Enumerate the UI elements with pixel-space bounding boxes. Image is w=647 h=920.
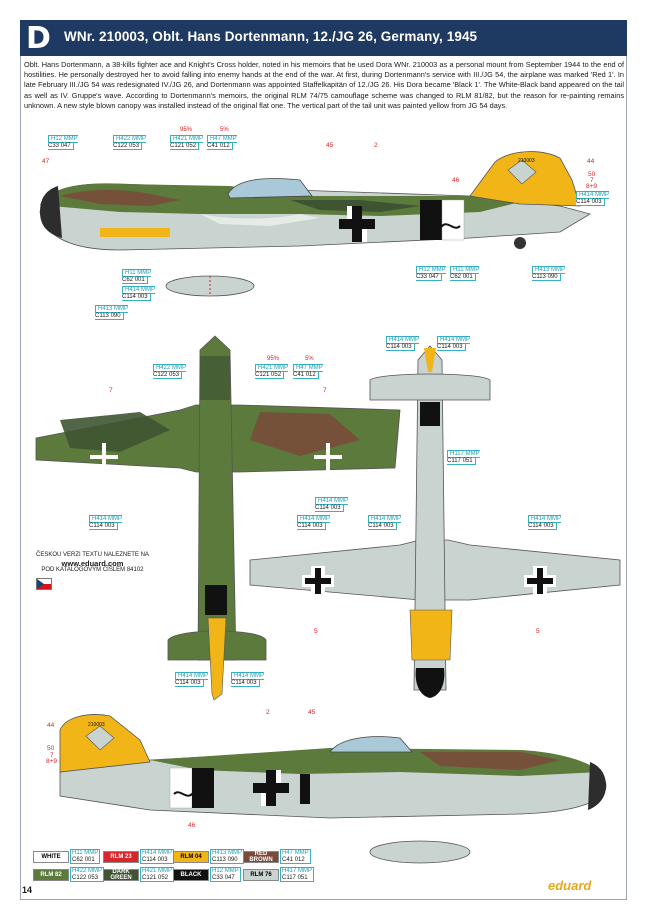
legend-swatch: RLM 76 [243,868,279,881]
profile-letter: D [26,21,51,56]
callout-number: 8+9 [586,183,598,190]
callout-number: 44 [587,158,595,165]
callout-number: 2 [266,709,270,716]
percent-label: 5% [220,127,229,133]
page-number: 14 [22,885,33,895]
note-line-3: POD KATALOGOVÝM ČÍSLEM 84102 [41,567,144,573]
callout-number: 5 [536,628,540,635]
note-url[interactable]: www.eduard.com [61,558,124,568]
legend-swatch: RED BROWN [243,850,279,863]
side-profile-right [59,714,607,864]
legend-swatch: RLM 04 [173,850,209,863]
top-wing-cross-left [90,443,118,471]
legend-swatch: RLM 23 [103,850,139,863]
bottom-wing-cross-left [302,566,334,596]
callout-number: 5 [314,628,318,635]
czech-flag-icon [36,578,52,590]
profile-header: D WNr. 210003, Oblt. Hans Dortenmann, 12… [20,20,627,56]
percent-label: 95% [180,127,193,133]
callout-number: 50 [588,171,596,178]
serial-number: 210003 [88,722,105,728]
side-profile-left [39,151,592,297]
callout-number: 44 [47,722,55,729]
callout-number: 45 [308,709,316,716]
legend-swatch: BLACK [173,868,209,881]
callout-number: 7 [323,387,327,394]
callout-number: 46 [452,177,460,184]
percent-label: 95% [267,356,280,362]
legend-swatch: WHITE [33,850,69,863]
callout-number: 47 [42,158,50,165]
legend-swatch: DARK GREEN [103,868,139,881]
callout-number: 7 [590,177,594,184]
legend-swatch: RLM 82 [33,868,69,881]
callout-number: 7 [50,752,54,759]
eduard-logo: eduard [548,878,592,893]
callout-number: 7 [109,387,113,394]
bottom-wing-cross-right [524,566,556,596]
plan-view-top [35,335,401,701]
callout-number: 2 [374,142,378,149]
callout-number: 45 [326,142,334,149]
callout-number: 50 [47,745,55,752]
profile-title: WNr. 210003, Oblt. Hans Dortenmann, 12./… [64,29,478,44]
serial-number: 210003 [518,158,535,164]
plan-view-bottom [249,345,621,698]
percent-label: 5% [305,356,314,362]
callout-number: 8+9 [46,758,58,765]
description-text: Oblt. Hans Dortenmann, a 38-kills fighte… [24,60,624,110]
note-line-1: ČESKOU VERZI TEXTU NALEZNETE NA [36,552,149,558]
czech-version-note: ČESKOU VERZI TEXTU NALEZNETE NA www.edua… [36,552,149,575]
callout-number: 46 [188,822,196,829]
top-wing-cross-right [314,443,342,471]
